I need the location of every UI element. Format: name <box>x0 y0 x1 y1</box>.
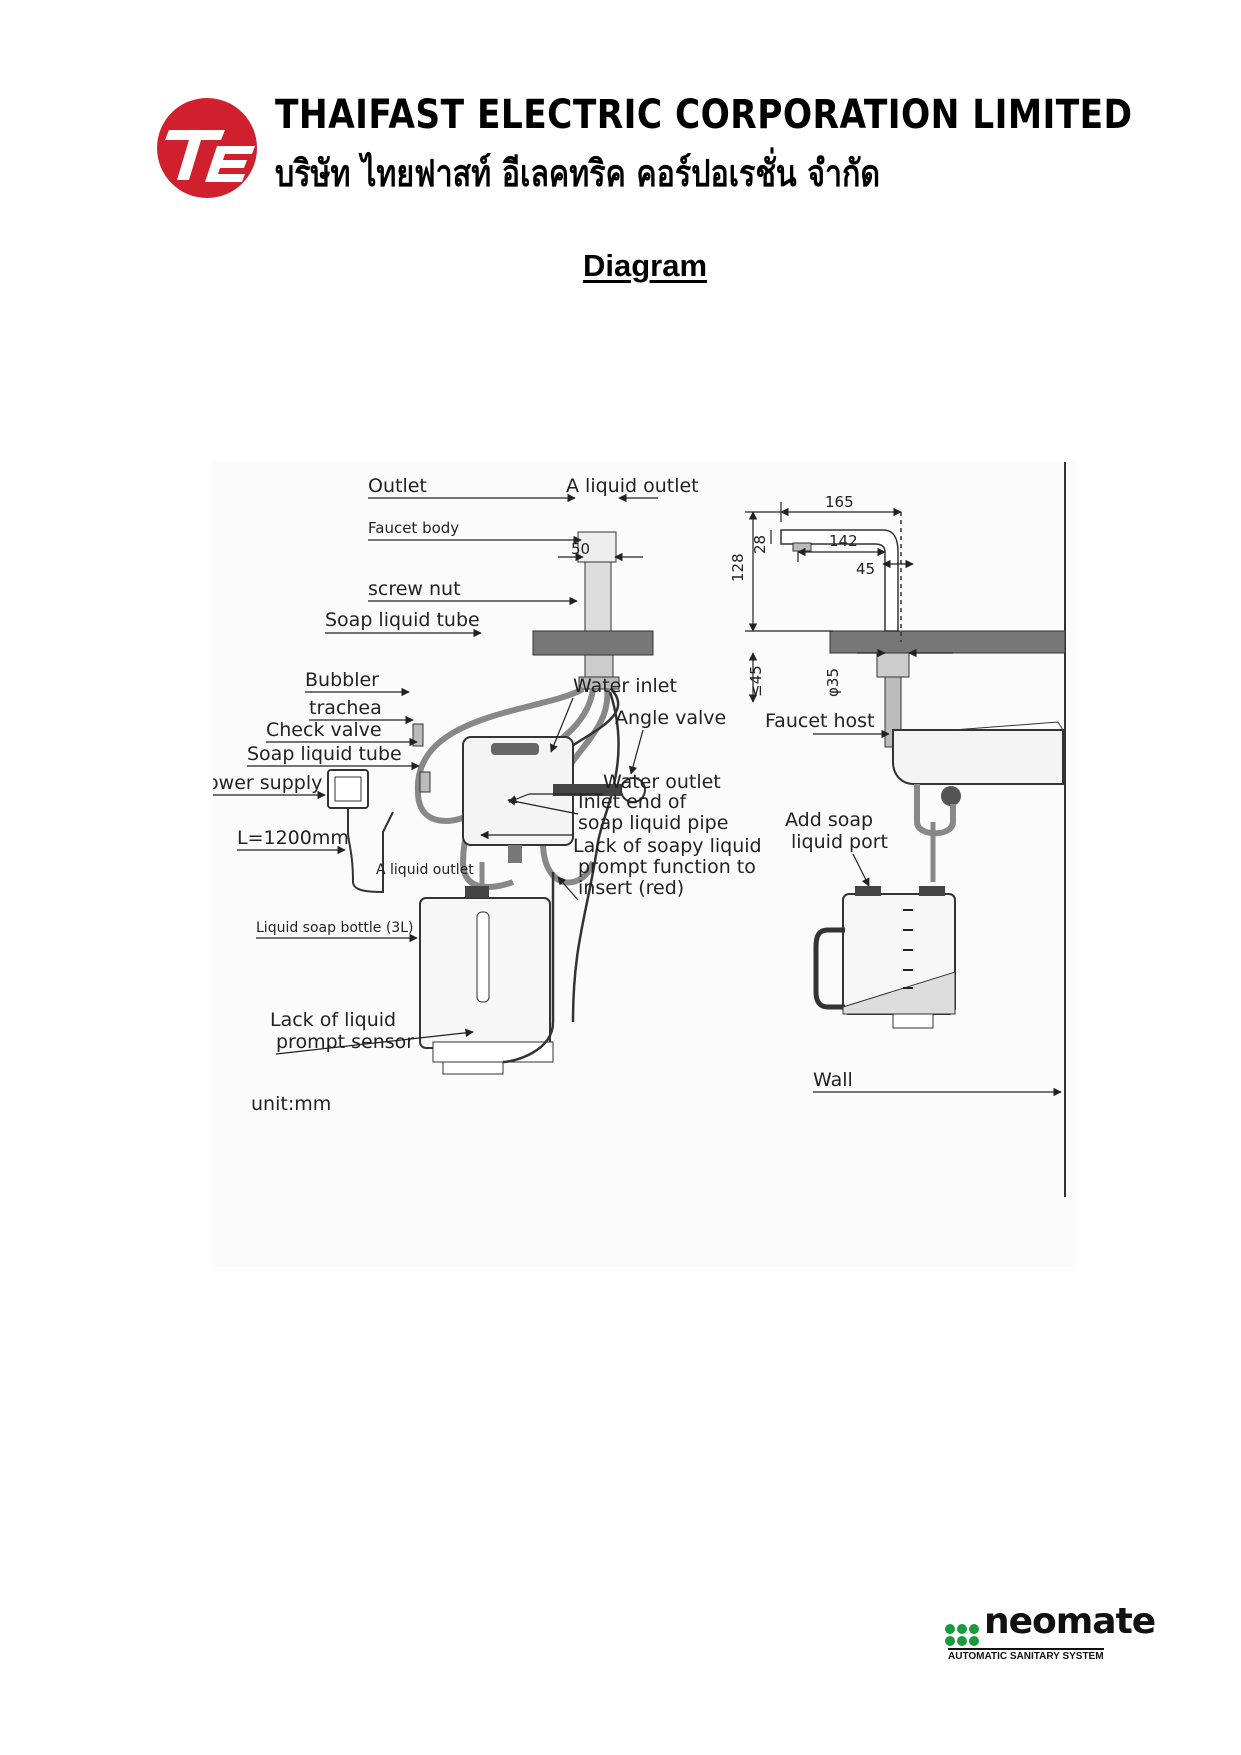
label-water-inlet: Water inlet <box>573 675 677 697</box>
label-cable-length: L=1200mm <box>237 827 349 849</box>
company-header: THAIFAST ELECTRIC CORPORATION LIMITED บร… <box>155 88 1132 198</box>
label-bubbler: Bubbler <box>305 669 379 691</box>
label-check-valve: Check valve <box>266 719 382 741</box>
label-lack-prompt-2: prompt function to <box>578 856 756 878</box>
page-title: Diagram <box>582 248 708 283</box>
label-liquid-soap-bottle: Liquid soap bottle (3L) <box>256 920 413 936</box>
label-add-soap-1: Add soap <box>785 809 873 831</box>
check-valve-fitting <box>419 771 431 793</box>
countertop-left <box>532 630 654 656</box>
company-logo <box>157 98 257 198</box>
brand-dots-icon <box>945 1624 979 1646</box>
dimension-45: 45 <box>856 560 875 578</box>
dimension-le45: ≤45 <box>747 665 765 697</box>
neomate-brand-logo: neomate AUTOMATIC SANITARY SYSTEM <box>944 1601 1156 1667</box>
label-inlet-end-1: Inlet end of <box>578 791 688 813</box>
power-supply-unit <box>327 769 394 894</box>
label-inlet-end-2: soap liquid pipe <box>578 812 728 834</box>
installation-diagram: Outlet A liquid outlet Faucet body 50 sc… <box>213 462 1075 1267</box>
label-unit: unit:mm <box>251 1093 331 1115</box>
label-a-liquid-outlet-mid: A liquid outlet <box>376 862 474 878</box>
label-trachea: trachea <box>309 697 382 719</box>
dimension-28: 28 <box>751 535 769 554</box>
label-power-supply: power supply <box>213 772 322 794</box>
label-faucet-host: Faucet host <box>765 710 875 732</box>
label-lack-prompt-1: Lack of soapy liquid <box>573 835 762 857</box>
label-faucet-body: Faucet body <box>368 519 459 537</box>
faucet-host-unit <box>892 721 1064 882</box>
liquid-soap-bottle <box>419 862 555 1075</box>
company-name-english: THAIFAST ELECTRIC CORPORATION LIMITED <box>275 92 1133 138</box>
dimension-128: 128 <box>729 553 747 582</box>
dimension-165: 165 <box>825 493 854 511</box>
diagram-drawing: Outlet A liquid outlet Faucet body 50 sc… <box>213 462 1066 1197</box>
label-wall: Wall <box>813 1069 853 1091</box>
label-a-liquid-outlet-top: A liquid outlet <box>566 475 699 497</box>
label-add-soap-2: liquid port <box>791 831 888 853</box>
brand-tagline: AUTOMATIC SANITARY SYSTEM <box>948 1648 1104 1662</box>
angle-valve <box>553 777 646 803</box>
label-lack-prompt-3: insert (red) <box>578 877 684 899</box>
control-box <box>462 736 574 863</box>
label-soap-liquid-tube-2: Soap liquid tube <box>247 743 402 765</box>
soap-bottle-side-view <box>813 886 956 1029</box>
label-lack-sensor-2: prompt sensor <box>276 1031 414 1053</box>
company-name-thai: บริษัท ไทยฟาสท์ อีเลคทริค คอร์ปอเรชั่น จ… <box>275 152 881 195</box>
faucet-body <box>577 531 620 690</box>
countertop-right <box>829 630 1066 654</box>
label-water-outlet: Water outlet <box>603 771 721 793</box>
label-lack-sensor-1: Lack of liquid <box>270 1009 396 1031</box>
label-angle-valve: Angle valve <box>615 707 726 729</box>
label-outlet: Outlet <box>368 475 427 497</box>
bubbler-fitting <box>412 723 424 747</box>
dimension-lines <box>745 502 953 703</box>
label-screw-nut: screw nut <box>368 578 461 600</box>
brand-name: neomate <box>984 1601 1156 1642</box>
dimension-phi35: φ35 <box>824 668 842 697</box>
dimension-50: 50 <box>571 540 590 558</box>
dimension-142: 142 <box>829 532 858 550</box>
label-soap-liquid-tube-1: Soap liquid tube <box>325 609 480 631</box>
